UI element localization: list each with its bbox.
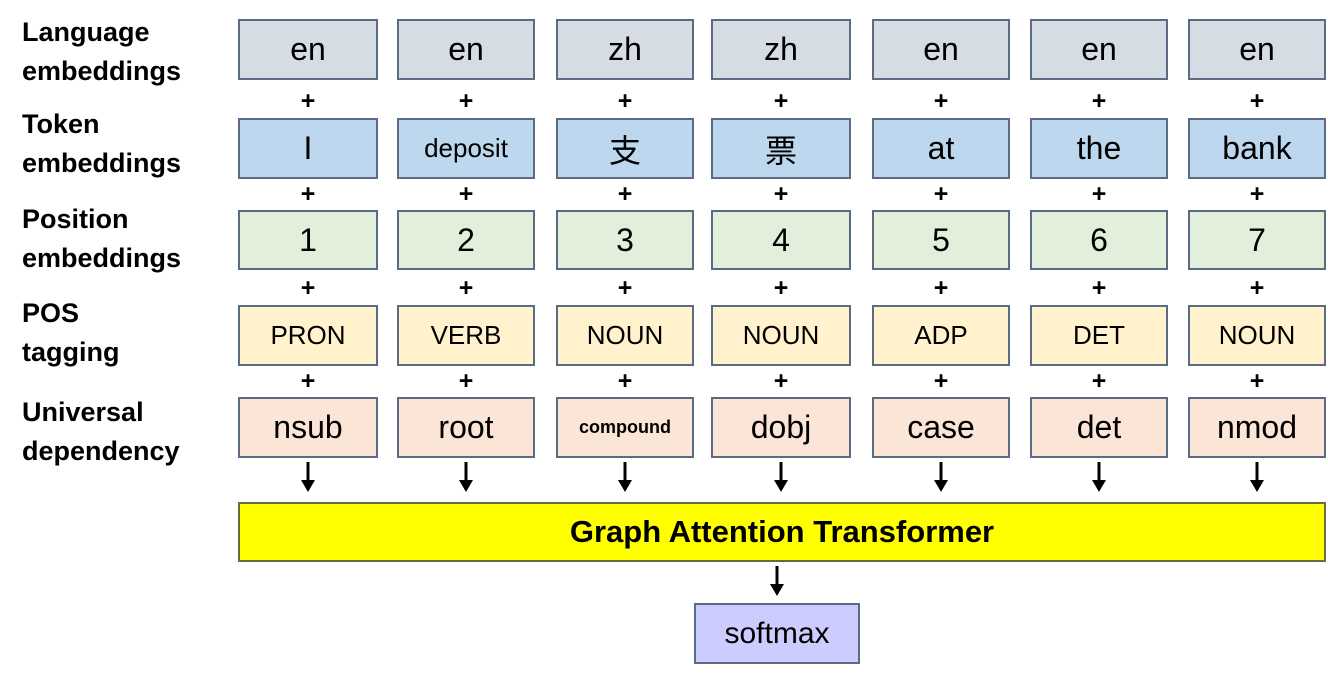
row-label-pos: POS tagging: [22, 294, 119, 372]
dependency-cell: compound: [556, 397, 694, 458]
pos-cell: VERB: [397, 305, 535, 366]
position-cell: 7: [1188, 210, 1326, 270]
plus-symbol: +: [1249, 274, 1265, 302]
down-arrow-icon: [774, 462, 788, 492]
pos-cell: PRON: [238, 305, 378, 366]
position-cell: 4: [711, 210, 851, 270]
plus-symbol: +: [1091, 367, 1107, 395]
row-label-line: embeddings: [22, 243, 182, 273]
row-label-language: Language embeddings: [22, 13, 181, 91]
dependency-cell: nsub: [238, 397, 378, 458]
plus-symbol: +: [300, 180, 316, 208]
row-label-line: Language: [22, 17, 150, 47]
down-arrow-icon: [459, 462, 473, 492]
plus-symbol: +: [933, 87, 949, 115]
language-cell: en: [238, 19, 378, 80]
token-cell: deposit: [397, 118, 535, 179]
plus-symbol: +: [300, 274, 316, 302]
row-label-dependency: Universal dependency: [22, 393, 180, 471]
plus-symbol: +: [773, 367, 789, 395]
down-arrow-icon: [934, 462, 948, 492]
row-label-line: tagging: [22, 337, 120, 367]
pos-cell: NOUN: [711, 305, 851, 366]
down-arrow-icon: [301, 462, 315, 492]
dependency-cell: root: [397, 397, 535, 458]
language-cell: en: [397, 19, 535, 80]
softmax-box: softmax: [694, 603, 860, 664]
token-cell: 票: [711, 118, 851, 179]
token-cell: I: [238, 118, 378, 179]
dependency-cell: nmod: [1188, 397, 1326, 458]
plus-symbol: +: [617, 367, 633, 395]
plus-symbol: +: [300, 367, 316, 395]
plus-symbol: +: [1249, 87, 1265, 115]
down-arrow-icon: [1092, 462, 1106, 492]
plus-symbol: +: [458, 274, 474, 302]
language-cell: zh: [711, 19, 851, 80]
position-cell: 5: [872, 210, 1010, 270]
plus-symbol: +: [1249, 367, 1265, 395]
row-label-token: Token embeddings: [22, 105, 181, 183]
pos-cell: DET: [1030, 305, 1168, 366]
dependency-cell: case: [872, 397, 1010, 458]
down-arrow-icon: [1250, 462, 1264, 492]
plus-symbol: +: [300, 87, 316, 115]
language-cell: en: [1030, 19, 1168, 80]
plus-symbol: +: [1091, 87, 1107, 115]
graph-attention-transformer-box: Graph Attention Transformer: [238, 502, 1326, 562]
plus-symbol: +: [458, 87, 474, 115]
plus-symbol: +: [617, 87, 633, 115]
softmax-label: softmax: [724, 616, 830, 650]
language-cell: zh: [556, 19, 694, 80]
plus-symbol: +: [773, 87, 789, 115]
plus-symbol: +: [1091, 180, 1107, 208]
position-cell: 3: [556, 210, 694, 270]
plus-symbol: +: [773, 274, 789, 302]
row-label-line: embeddings: [22, 56, 182, 86]
row-label-line: POS: [22, 298, 80, 328]
dependency-cell: dobj: [711, 397, 851, 458]
position-cell: 2: [397, 210, 535, 270]
plus-symbol: +: [1249, 180, 1265, 208]
plus-symbol: +: [617, 274, 633, 302]
row-label-line: embeddings: [22, 148, 182, 178]
down-arrow-icon: [618, 462, 632, 492]
row-label-line: Token: [22, 109, 100, 139]
transformer-label: Graph Attention Transformer: [569, 514, 995, 549]
pos-cell: NOUN: [1188, 305, 1326, 366]
row-label-line: Position: [22, 204, 129, 234]
row-label-line: dependency: [22, 436, 180, 466]
position-cell: 1: [238, 210, 378, 270]
plus-symbol: +: [933, 367, 949, 395]
plus-symbol: +: [933, 274, 949, 302]
row-label-line: Universal: [22, 397, 144, 427]
plus-symbol: +: [617, 180, 633, 208]
dependency-cell: det: [1030, 397, 1168, 458]
plus-symbol: +: [933, 180, 949, 208]
row-label-position: Position embeddings: [22, 200, 181, 278]
language-cell: en: [872, 19, 1010, 80]
plus-symbol: +: [1091, 274, 1107, 302]
language-cell: en: [1188, 19, 1326, 80]
token-cell: 支: [556, 118, 694, 179]
down-arrow-icon: [770, 566, 784, 596]
plus-symbol: +: [458, 180, 474, 208]
token-cell: bank: [1188, 118, 1326, 179]
position-cell: 6: [1030, 210, 1168, 270]
plus-symbol: +: [773, 180, 789, 208]
pos-cell: ADP: [872, 305, 1010, 366]
pos-cell: NOUN: [556, 305, 694, 366]
plus-symbol: +: [458, 367, 474, 395]
token-cell: at: [872, 118, 1010, 179]
token-cell: the: [1030, 118, 1168, 179]
